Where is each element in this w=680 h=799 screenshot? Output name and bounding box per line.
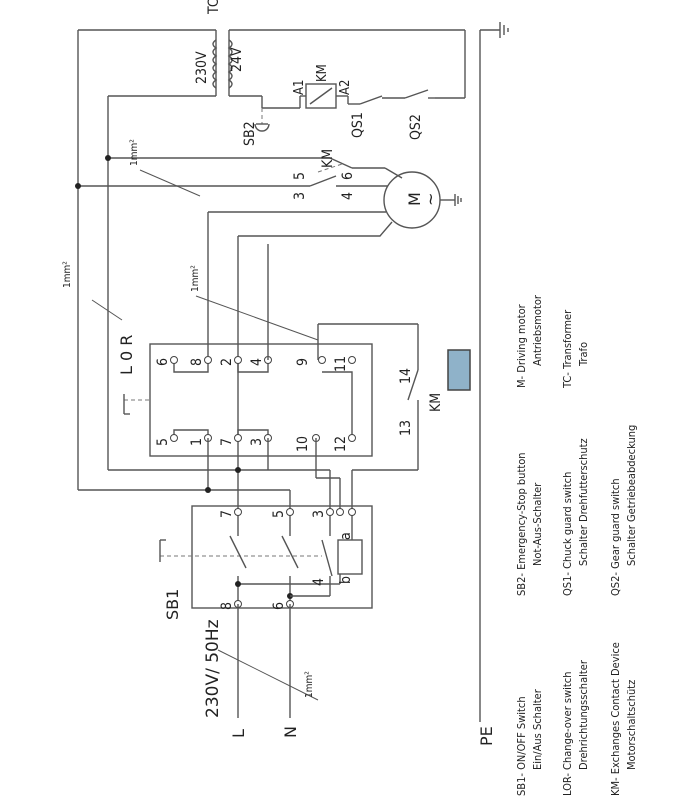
legend-item: QS2- Gear guard switch [609, 478, 622, 596]
legend-item-de: Not-Aus-Schalter [531, 482, 544, 566]
sb1-label: SB1 [163, 589, 182, 620]
lor-terminal-6: 6 [155, 358, 171, 366]
legend-item-de: Motorschaltschütz [625, 680, 638, 770]
qs1-contact [359, 95, 383, 105]
legend-item: SB1- ON/OFF Switch [515, 696, 528, 796]
ground-symbol-top [480, 22, 509, 38]
wire-gauge-label: 1mm² [129, 139, 140, 166]
km-aux-13-label: 13 [398, 420, 414, 436]
sb1-terminal-3: 3 [311, 510, 327, 518]
lor-terminal-5: 5 [155, 438, 171, 446]
legend-item: QS1- Chuck guard switch [561, 472, 574, 596]
sb2-emergency-stop [254, 108, 270, 132]
km-main-label: KM [320, 149, 336, 168]
sb2-label: SB2 [242, 121, 258, 146]
n-neutral-label: N [281, 726, 300, 738]
legend-item: KM- Exchanges Contact Device [609, 642, 622, 796]
motor-ac-symbol: ~ [421, 193, 440, 206]
lor-terminal-2: 2 [219, 358, 235, 366]
sb1-terminal-7: 7 [219, 510, 235, 518]
driving-motor [383, 171, 462, 229]
wire-gauge-leader [217, 649, 319, 701]
km-aux-contact [407, 369, 419, 401]
wire-gauge-leader [91, 299, 123, 321]
lor-terminal-9: 9 [295, 358, 311, 366]
junction-node [75, 183, 81, 189]
lor-terminal-8: 8 [189, 358, 205, 366]
supply-voltage-label: 230V/ 50Hz [203, 619, 223, 718]
sb1-terminal-8: 8 [219, 602, 235, 610]
km-main-contact-2 [309, 175, 337, 187]
sb1-top-terminals [234, 508, 356, 516]
primary-voltage-label: 230V [194, 51, 210, 84]
lor-label: L 0 R [117, 335, 136, 375]
km-main-contact-1 [329, 157, 353, 169]
wire-gauge-label: 1mm² [190, 265, 201, 292]
km-aux-14-label: 14 [398, 368, 414, 384]
coil-b-label: b [338, 576, 354, 584]
l-phase-label: L [229, 729, 248, 738]
legend-item: SB2- Emergency-Stop button [515, 452, 528, 596]
km-coil [300, 83, 348, 109]
legend-item: LOR- Change-over switch [561, 671, 574, 796]
coil-a-label: a [338, 532, 354, 540]
qs2-contact [404, 89, 429, 99]
km-terminal-5: 5 [292, 172, 308, 180]
motor-label: M [405, 192, 424, 206]
wire-gauge-leader [195, 295, 319, 341]
legend-item-de: Schalter Drehfutterschutz [577, 438, 590, 566]
wire-gauge-label: 1mm² [304, 671, 315, 698]
junction-node [105, 155, 111, 161]
wire-gauge-leader [139, 169, 201, 197]
secondary-voltage-label: 24V [229, 47, 245, 72]
wire-gauge-label: 1mm² [62, 261, 73, 288]
lor-terminal-11: 11 [333, 356, 349, 372]
lor-terminal-4: 4 [249, 358, 265, 366]
sb1-switch [159, 505, 373, 609]
coil-km-label: KM [315, 64, 330, 82]
lor-terminal-12: 12 [333, 436, 349, 452]
legend-item-de: Antriebsmotor [531, 294, 544, 366]
lor-terminal-7: 7 [219, 438, 235, 446]
junction-node [235, 581, 241, 587]
legend-item: TC- Transformer [561, 309, 574, 389]
sb1-terminal-5: 5 [271, 510, 287, 518]
qs2-label: QS2 [408, 114, 424, 140]
legend-item-de: Schalter Getriebeabdeckung [625, 425, 638, 566]
lor-terminal-10: 10 [295, 436, 311, 452]
lor-terminal-1: 1 [189, 438, 205, 446]
sb1-terminal-4: 4 [311, 578, 327, 586]
junction-node [205, 487, 211, 493]
coil-a1-label: A1 [292, 80, 307, 95]
legend-item-de: Ein/Aus Schalter [531, 688, 544, 770]
legend: SB1- ON/OFF Switch Ein/Aus Schalter LOR-… [515, 294, 638, 796]
transformer-tc [212, 30, 233, 96]
legend-item-de: Drehrichtungsschalter [577, 659, 590, 770]
indicator-lamp [447, 349, 471, 391]
transformer-label: TC [206, 0, 222, 15]
junction-node [235, 467, 241, 473]
km-terminal-3: 3 [292, 192, 308, 200]
km-terminal-4: 4 [340, 192, 356, 200]
sb1-terminal-6: 6 [271, 602, 287, 610]
qs1-label: QS1 [350, 112, 366, 138]
km-terminal-6: 6 [340, 172, 356, 180]
lor-terminal-3: 3 [249, 438, 265, 446]
coil-a2-label: A2 [338, 80, 353, 95]
km-aux-km-label: KM [428, 393, 444, 412]
lor-bottom-terminals [170, 434, 356, 442]
pe-label: PE [477, 726, 496, 746]
legend-item-de: Trafo [577, 342, 590, 367]
legend-item: M- Driving motor [515, 303, 528, 388]
